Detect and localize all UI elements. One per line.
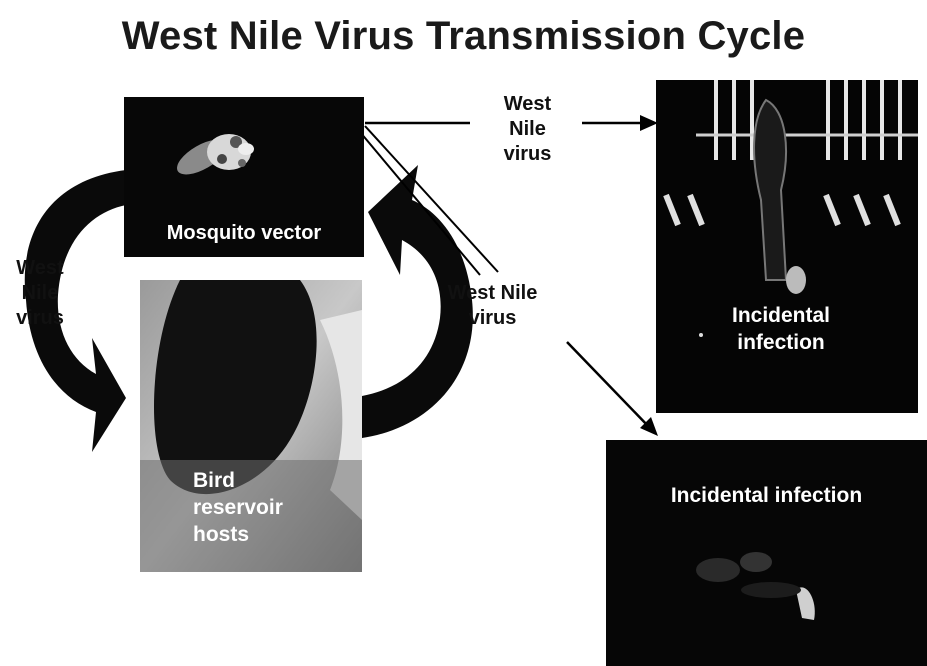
horse-panel: Incidental infection [656, 80, 918, 413]
mosquito-caption: Mosquito vector [124, 220, 364, 247]
human-caption: Incidental infection [606, 482, 927, 509]
label-virus-to-horse: West Nile virus [475, 92, 580, 167]
horse-caption: Incidental infection [686, 302, 876, 356]
bird-panel: Bird reservoir hosts [140, 280, 362, 572]
human-image [606, 440, 927, 666]
label-virus-left-cycle: West Nile virus [0, 256, 80, 331]
arrow-to-human-line [567, 342, 650, 428]
horse-image [656, 80, 918, 413]
human-panel: Incidental infection [606, 440, 927, 666]
mosquito-panel: Mosquito vector [124, 97, 364, 257]
bird-caption: Bird reservoir hosts [193, 467, 313, 548]
label-virus-right-cycle: West Nile virus [430, 281, 555, 331]
